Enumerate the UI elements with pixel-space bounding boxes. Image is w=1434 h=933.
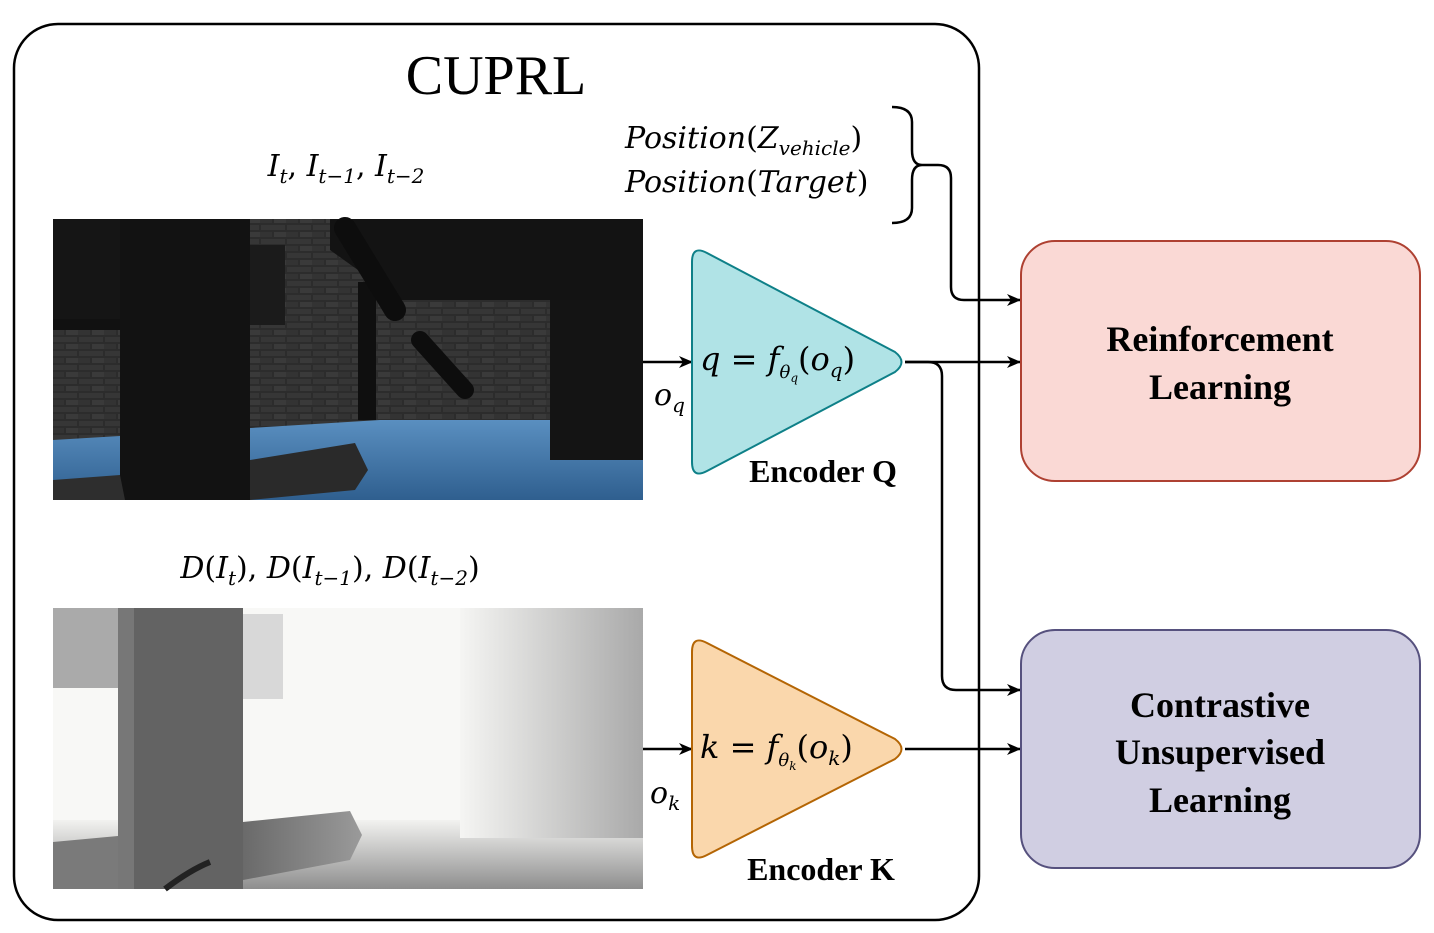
position-target-label: Position(Target) xyxy=(624,165,868,200)
rl-label-line1: Reinforcement xyxy=(1106,319,1333,359)
encoder-k[interactable]: k = fθk(ok) Encoder K xyxy=(691,639,903,887)
position-bracket xyxy=(891,105,923,225)
cul-label-line2: Unsupervised xyxy=(1115,732,1325,772)
obs-q-label: oq xyxy=(654,378,685,417)
obs-k-label: ok xyxy=(650,776,680,815)
depth-frames-label: D(It), D(It−1), D(It−2) xyxy=(179,551,479,590)
cul-label-line3: Learning xyxy=(1149,780,1291,820)
encoder-q[interactable]: q = fθq(oq) Encoder Q xyxy=(691,249,903,489)
cuprl-container xyxy=(12,22,981,922)
arrow-encoder-q-to-cul xyxy=(905,360,1021,696)
cuprl-title: CUPRL xyxy=(406,45,587,107)
rgb-frames-label: It, It−1, It−2 xyxy=(267,149,425,188)
reinforcement-learning-module[interactable]: Reinforcement Learning xyxy=(1020,240,1421,482)
encoder-k-formula: k = fθk(ok) xyxy=(700,728,853,773)
depth-image xyxy=(53,608,643,892)
cul-label-line1: Contrastive xyxy=(1130,685,1310,725)
encoder-q-shape xyxy=(691,249,903,475)
encoder-k-name: Encoder K xyxy=(747,851,895,887)
encoder-k-shape xyxy=(691,639,903,859)
encoder-q-formula: q = fθq(oq) xyxy=(700,340,855,385)
arrow-position-to-rl xyxy=(922,163,1021,306)
contrastive-learning-module[interactable]: Contrastive Unsupervised Learning xyxy=(1020,629,1421,869)
position-vehicle-label: Position(Zvehicle) xyxy=(624,121,862,160)
encoder-q-name: Encoder Q xyxy=(749,453,897,489)
rl-label-line2: Learning xyxy=(1149,367,1291,407)
rgb-image xyxy=(53,217,643,500)
